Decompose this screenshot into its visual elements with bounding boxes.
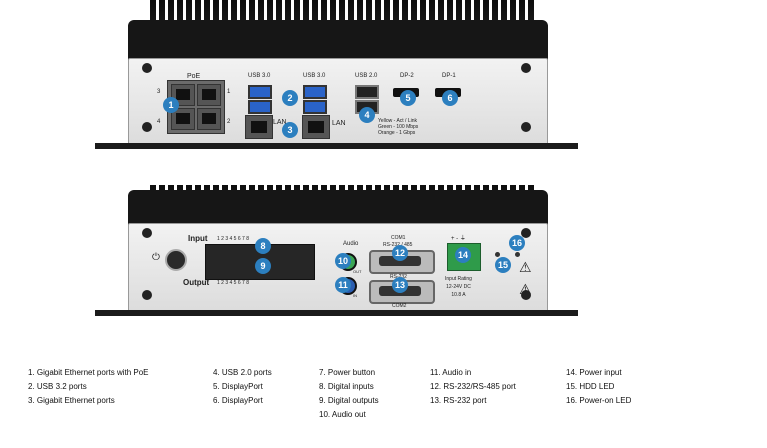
poe-ethernet-port[interactable] xyxy=(171,108,195,130)
legend-col-2: 4. USB 2.0 ports 5. DisplayPort 6. Displ… xyxy=(213,366,272,408)
callout-badge: 1 xyxy=(163,97,179,113)
power-rating-line: 12-24V DC xyxy=(446,284,471,290)
input-label: Input xyxy=(188,234,208,243)
port-num: 2 xyxy=(227,119,231,125)
ethernet-port[interactable] xyxy=(302,115,330,139)
screw xyxy=(521,228,531,238)
callout-badge: 4 xyxy=(359,107,375,123)
screw xyxy=(521,63,531,73)
callout-badge: 15 xyxy=(495,257,511,273)
legend-item: 9. Digital outputs xyxy=(319,396,379,405)
legend-col-5: 14. Power input 15. HDD LED 16. Power-on… xyxy=(566,366,631,408)
legend-item: 1. Gigabit Ethernet ports with PoE xyxy=(28,368,149,377)
legend-item: 14. Power input xyxy=(566,368,622,377)
legend-item: 12. RS-232/RS-485 port xyxy=(430,382,516,391)
pin-numbers: 1 2 3 4 5 6 7 8 xyxy=(217,280,249,286)
poe-ethernet-port[interactable] xyxy=(197,108,221,130)
callout-badge: 6 xyxy=(442,90,458,106)
legend-item: 3. Gigabit Ethernet ports xyxy=(28,396,115,405)
screw xyxy=(521,122,531,132)
callout-badge: 13 xyxy=(392,277,408,293)
callout-badge: 9 xyxy=(255,258,271,274)
bottom-device: ⏻ 7 Input 1 2 3 4 5 6 7 8 Output 1 2 3 4… xyxy=(95,185,580,320)
warning-icon: ⚠ xyxy=(519,281,532,297)
hdd-led xyxy=(495,252,500,257)
usb32-port[interactable] xyxy=(248,100,272,114)
warning-icon: ⚠ xyxy=(519,259,532,275)
legend-item: 16. Power-on LED xyxy=(566,396,632,405)
screw xyxy=(521,290,531,300)
audio-in-label: IN xyxy=(353,293,357,298)
callout-badge: 12 xyxy=(392,245,408,261)
legend-col-3: 7. Power button 8. Digital inputs 9. Dig… xyxy=(319,366,379,422)
dp1-label: DP-1 xyxy=(442,73,456,79)
power-rating-line: 10.8 A xyxy=(451,292,466,298)
usb32-port[interactable] xyxy=(303,85,327,99)
usb20-label: USB 2.0 xyxy=(355,73,378,79)
legend-item: 5. DisplayPort xyxy=(213,382,263,391)
legend-item: 7. Power button xyxy=(319,368,376,377)
ethernet-port[interactable] xyxy=(245,115,273,139)
bottom-foot xyxy=(95,310,578,316)
com2-label: COM2 xyxy=(392,303,407,309)
callout-badge: 3 xyxy=(282,122,298,138)
port-num: 4 xyxy=(157,119,161,125)
screw xyxy=(142,63,152,73)
power-rating-line: Input Rating xyxy=(445,276,472,282)
legend-item: 13. RS-232 port xyxy=(430,396,487,405)
poe-ethernet-port[interactable] xyxy=(197,84,221,106)
callout-badge: 16 xyxy=(509,235,525,251)
poe-label: PoE xyxy=(187,73,201,80)
lan-label: LAN xyxy=(273,119,287,126)
led-legend-line: Green - 100 Mbps xyxy=(378,124,419,130)
lan-label: LAN xyxy=(332,120,346,127)
output-label: Output xyxy=(183,278,210,287)
callout-badge: 2 xyxy=(282,90,298,106)
callout-badge: 10 xyxy=(335,253,351,269)
top-foot xyxy=(95,143,578,149)
power-button[interactable] xyxy=(165,249,187,271)
bottom-heatsink-base xyxy=(128,190,548,225)
legend-item: 2. USB 3.2 ports xyxy=(28,382,87,391)
screw xyxy=(142,122,152,132)
usb32-port[interactable] xyxy=(303,100,327,114)
screw xyxy=(142,228,152,238)
screw xyxy=(142,290,152,300)
pin-numbers: 1 2 3 4 5 6 7 8 xyxy=(217,236,249,242)
legend-item: 10. Audio out xyxy=(319,410,366,419)
terminal-marks: + - ⏚ xyxy=(451,236,466,242)
legend-item: 8. Digital inputs xyxy=(319,382,374,391)
audio-out-label: OUT xyxy=(353,269,362,274)
audio-label: Audio xyxy=(343,241,359,247)
usb30-label: USB 3.0 xyxy=(248,73,271,79)
power-input-terminal[interactable] xyxy=(447,243,481,271)
com1-label: COM1 xyxy=(391,235,406,241)
legend-item: 4. USB 2.0 ports xyxy=(213,368,272,377)
led-legend: Yellow - Act / Link Green - 100 Mbps Ora… xyxy=(378,118,418,136)
top-heatsink-base xyxy=(128,20,548,60)
top-device: PoE 3 1 4 2 1 USB 3.0 USB 3.0 2 LAN LAN … xyxy=(95,0,580,152)
callout-badge: 11 xyxy=(335,277,351,293)
callout-badge: 5 xyxy=(400,90,416,106)
led-legend-line: Orange - 1 Gbps xyxy=(378,130,416,136)
power-led xyxy=(515,252,520,257)
power-icon: ⏻ xyxy=(152,252,160,263)
led-legend-line: Yellow - Act / Link xyxy=(378,118,418,124)
usb32-port[interactable] xyxy=(248,85,272,99)
usb30-label: USB 3.0 xyxy=(303,73,326,79)
legend-col-4: 11. Audio in 12. RS-232/RS-485 port 13. … xyxy=(430,366,516,408)
rs232-485-port[interactable] xyxy=(369,250,435,274)
legend-item: 15. HDD LED xyxy=(566,382,615,391)
legend-item: 6. DisplayPort xyxy=(213,396,263,405)
callout-badge: 8 xyxy=(255,238,271,254)
usb20-port[interactable] xyxy=(355,85,379,99)
legend-item: 11. Audio in xyxy=(430,368,472,377)
callout-badge: 14 xyxy=(455,247,471,263)
port-num: 3 xyxy=(157,89,161,95)
dp2-label: DP-2 xyxy=(400,73,414,79)
legend-col-1: 1. Gigabit Ethernet ports with PoE 2. US… xyxy=(28,366,149,408)
power-rating: Input Rating 12-24V DC 10.8 A xyxy=(445,275,472,299)
port-num: 1 xyxy=(227,89,231,95)
